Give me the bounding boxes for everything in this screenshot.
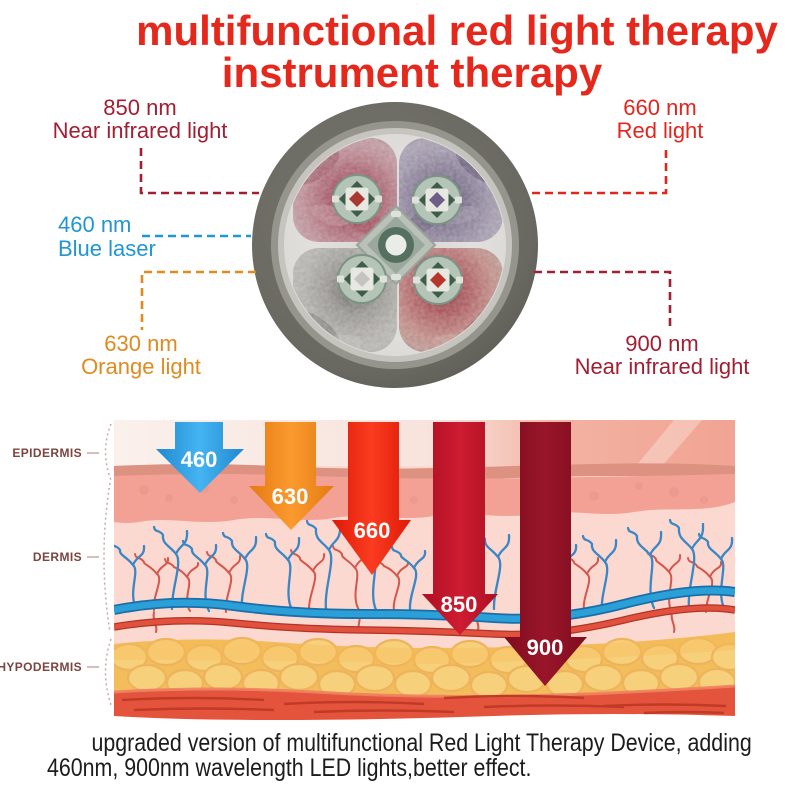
svg-text:460: 460	[181, 447, 218, 472]
svg-text:630: 630	[272, 484, 309, 509]
svg-text:900: 900	[527, 635, 564, 660]
svg-text:850: 850	[441, 592, 478, 617]
svg-text:660: 660	[354, 518, 391, 543]
